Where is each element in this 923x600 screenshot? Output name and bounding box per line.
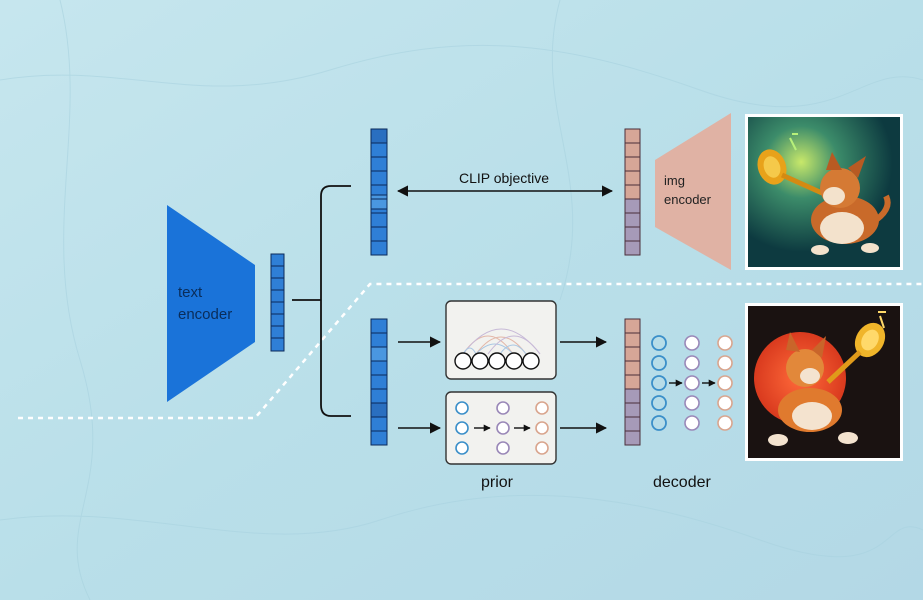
clip-objective-label: CLIP objective <box>459 170 549 186</box>
branch-bracket <box>292 185 351 417</box>
prior-autoregressive-box <box>445 300 557 380</box>
clip-image-embedding-vector <box>624 128 641 256</box>
trumpet-icon <box>757 149 824 196</box>
text-encoder-label-line1: text <box>178 284 203 301</box>
predicted-image-embedding-vector <box>624 318 641 446</box>
prior-label: prior <box>481 474 514 491</box>
corgi-figure <box>811 152 891 255</box>
img-encoder-label-line1: img <box>664 173 685 188</box>
clip-text-embedding-vector <box>370 128 388 256</box>
music-note-icon <box>878 311 886 329</box>
music-note-icon <box>789 133 798 151</box>
text-encoder-label-line2: encoder <box>178 306 232 323</box>
decoder-network <box>651 335 733 431</box>
dashed-separator <box>18 282 923 420</box>
prior-diffusion-box <box>445 391 557 465</box>
trumpet-icon <box>826 322 886 384</box>
text-encoder-block <box>167 205 255 402</box>
img-encoder-block <box>655 113 731 270</box>
decoder-label: decoder <box>653 474 711 491</box>
top-corgi-image <box>745 114 903 270</box>
corgi-figure <box>768 332 858 446</box>
prior-text-embedding-vector <box>370 318 388 446</box>
bottom-corgi-image <box>745 303 903 461</box>
img-encoder-label-line2: encoder <box>664 192 712 207</box>
text-embedding-vector <box>270 253 285 352</box>
